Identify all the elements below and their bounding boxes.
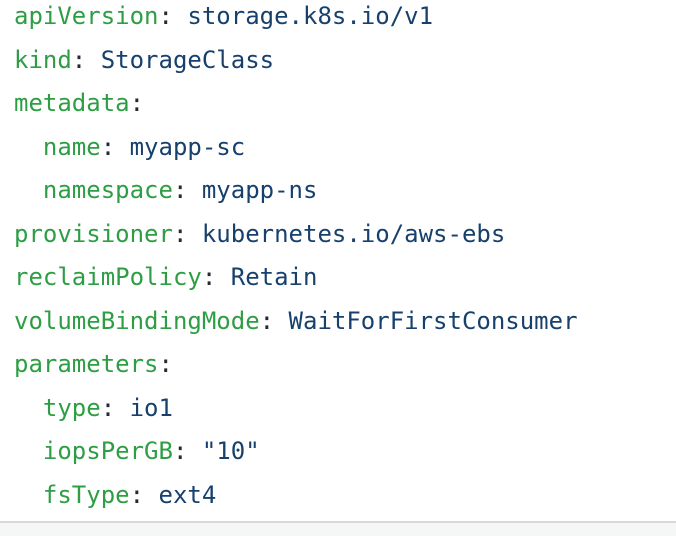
yaml-key: type (42, 393, 101, 422)
yaml-line: apiVersion: storage.k8s.io/v1 (14, 0, 676, 39)
yaml-line: namespace: myapp-ns (14, 169, 676, 213)
yaml-colon: : (71, 45, 101, 74)
yaml-key: reclaimPolicy (14, 263, 202, 291)
yaml-key: volumeBindingMode (14, 306, 260, 335)
yaml-line: name: myapp-sc (14, 126, 676, 170)
yaml-indent (14, 176, 43, 204)
yaml-value: io1 (129, 393, 173, 422)
yaml-line: reclaimPolicy: Retain (14, 256, 676, 300)
yaml-key: parameters (14, 350, 159, 378)
yaml-key: metadata (14, 89, 130, 117)
yaml-indent (14, 437, 43, 465)
yaml-colon: : (158, 350, 173, 378)
yaml-line: parameters: (14, 343, 676, 387)
yaml-value: ext4 (158, 480, 217, 509)
code-block-bottom-border (0, 521, 676, 523)
yaml-colon: : (172, 219, 202, 248)
yaml-indent (14, 481, 43, 509)
yaml-colon: : (172, 176, 202, 204)
yaml-line: provisioner: kubernetes.io/aws-ebs (14, 213, 676, 257)
yaml-value: myapp-sc (129, 132, 246, 161)
yaml-indent (14, 394, 43, 422)
yaml-value: StorageClass (100, 45, 275, 74)
yaml-key: fsType (42, 480, 130, 509)
yaml-colon: : (129, 480, 159, 509)
yaml-line: volumeBindingMode: WaitForFirstConsumer (14, 300, 676, 344)
yaml-line: kind: StorageClass (14, 39, 676, 83)
yaml-colon: : (158, 2, 188, 30)
yaml-key: kind (14, 45, 72, 74)
yaml-line: iopsPerGB: "10" (14, 430, 676, 474)
yaml-value: Retain (230, 263, 318, 291)
yaml-value: kubernetes.io/aws-ebs (201, 219, 506, 248)
yaml-value: storage.k8s.io/v1 (187, 2, 434, 30)
yaml-indent (14, 133, 43, 161)
yaml-key: apiVersion (14, 2, 159, 30)
yaml-key: provisioner (14, 219, 173, 248)
yaml-value: WaitForFirstConsumer (288, 306, 578, 335)
page-background-strip (0, 523, 676, 536)
yaml-key: name (42, 132, 101, 161)
yaml-key: iopsPerGB (42, 437, 173, 465)
yaml-colon: : (129, 89, 145, 117)
yaml-line: type: io1 (14, 387, 676, 431)
yaml-value: myapp-ns (201, 176, 318, 204)
yaml-colon: : (201, 263, 231, 291)
yaml-value: "10" (201, 437, 260, 465)
yaml-line: metadata: (14, 82, 676, 126)
yaml-colon: : (172, 437, 202, 465)
yaml-colon: : (100, 132, 130, 161)
yaml-colon: : (259, 306, 289, 335)
yaml-colon: : (100, 393, 130, 422)
yaml-key: namespace (42, 176, 173, 204)
yaml-line: fsType: ext4 (14, 474, 676, 518)
